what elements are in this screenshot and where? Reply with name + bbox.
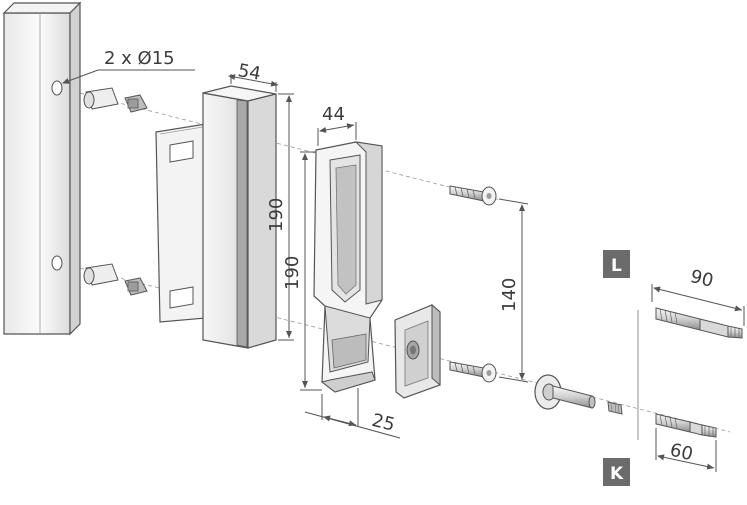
cover-clip — [394, 303, 441, 399]
screw-top — [449, 185, 497, 206]
dimension-190-handle-label: 190 — [282, 256, 303, 290]
dimension-140 — [498, 198, 529, 383]
bolt-k — [655, 413, 717, 438]
dimension-25-label: 25 — [370, 410, 397, 436]
holes-callout: 2 x Ø15 — [62, 48, 195, 84]
dimension-25 — [304, 388, 401, 439]
post-hole-top — [51, 80, 63, 96]
badge-l-label: L — [611, 256, 622, 276]
dimension-54 — [228, 74, 279, 92]
small-nut — [607, 401, 623, 415]
lock-housing — [202, 85, 277, 349]
post-hole-bottom — [51, 255, 63, 271]
dimension-190-handle — [300, 151, 322, 391]
bolt-l — [655, 307, 743, 339]
dimension-190-housing-label: 190 — [266, 198, 287, 232]
dimension-44-label: 44 — [322, 104, 345, 125]
holes-label: 2 x Ø15 — [104, 48, 175, 69]
screw-bottom — [449, 361, 497, 383]
dimension-44 — [317, 122, 357, 146]
dimension-60 — [655, 428, 717, 472]
insert-bottom — [83, 263, 148, 296]
badge-k-label: K — [610, 464, 624, 484]
insert-top — [83, 87, 148, 113]
badge-k: K — [603, 458, 630, 486]
gate-post — [2, 1, 82, 336]
washer-pin — [534, 374, 596, 410]
dimension-90-label: 90 — [688, 266, 715, 292]
dimension-90 — [651, 284, 745, 326]
handle-body — [313, 141, 383, 393]
dimension-190-housing — [278, 93, 294, 341]
back-plate — [155, 123, 215, 323]
dimension-54-label: 54 — [236, 60, 262, 85]
dimension-60-label: 60 — [668, 440, 695, 466]
badge-l: L — [603, 250, 630, 278]
dimension-140-label: 140 — [499, 278, 520, 312]
